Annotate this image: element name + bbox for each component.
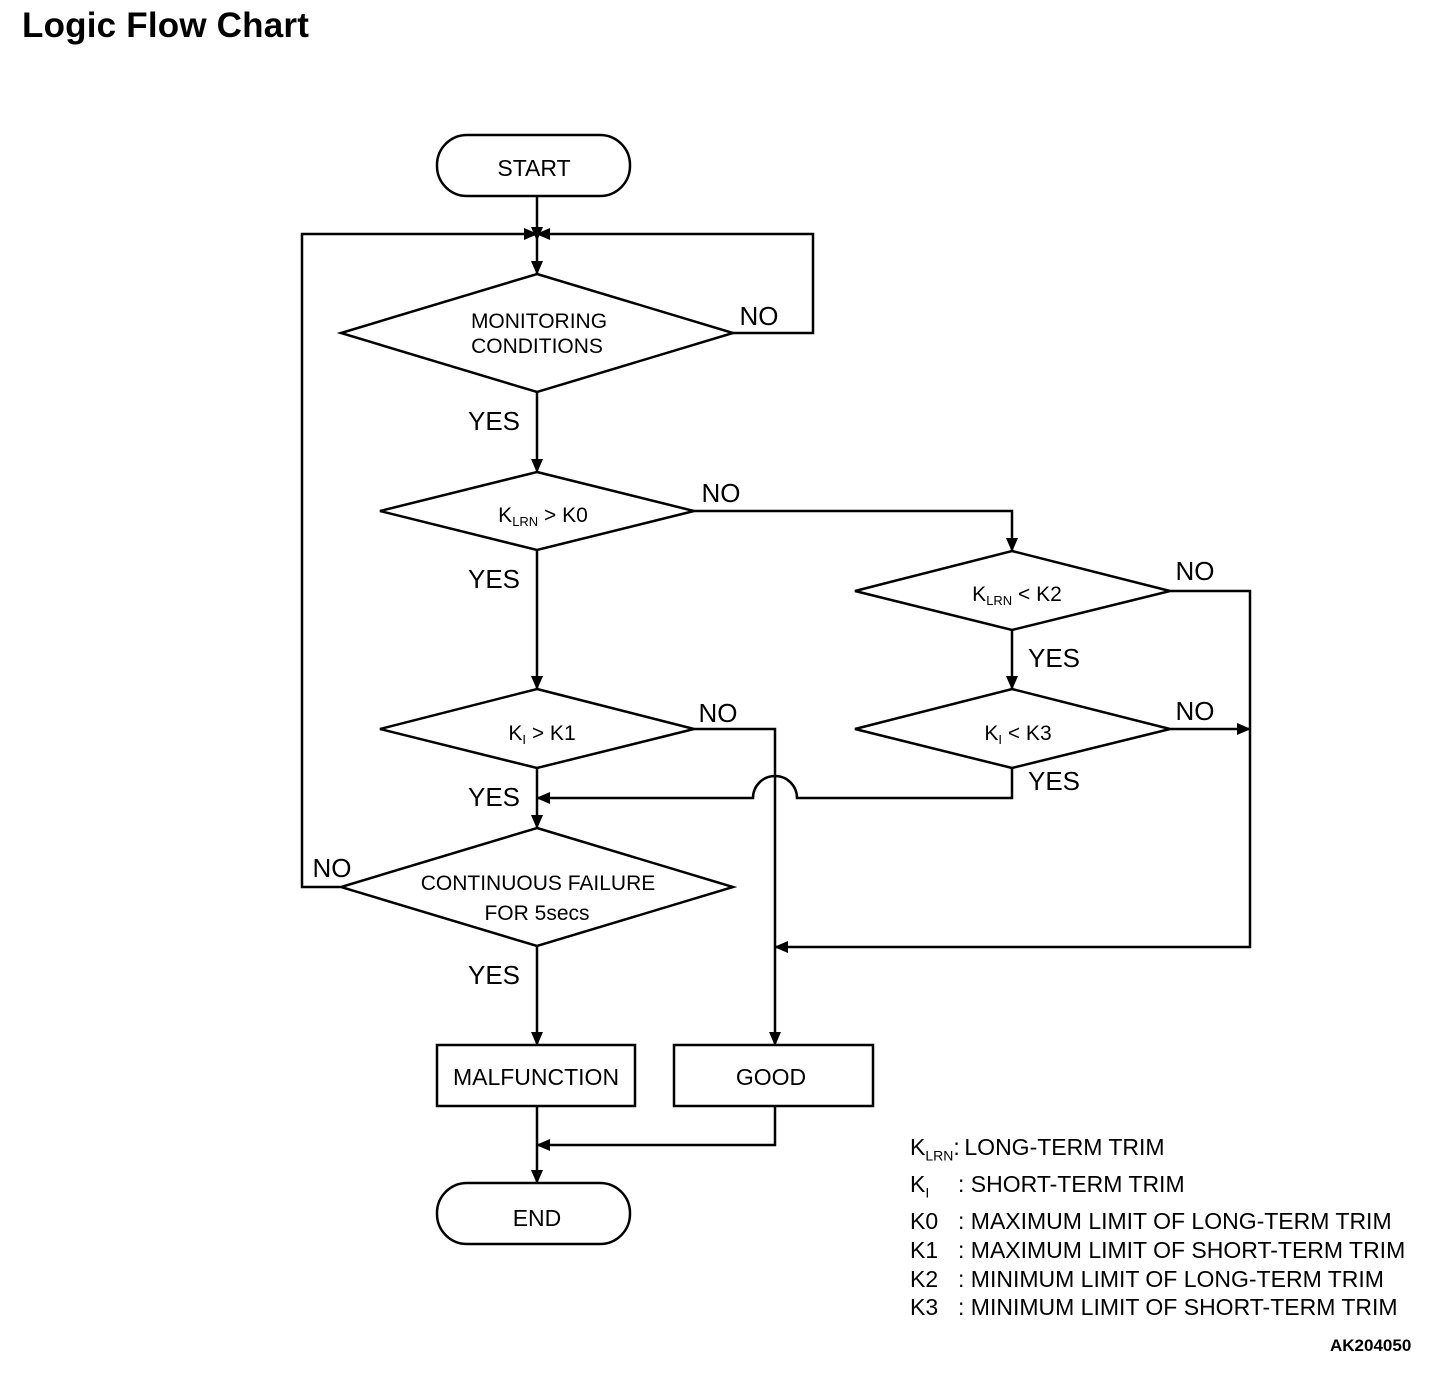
end-terminal: END [435,1181,632,1246]
k0-yes-label: YES [468,564,520,594]
monitoring-line-1: MONITORING [471,310,607,333]
klrn-gt-k0-decision: KLRN > K0 [379,470,695,552]
malfunction-box: MALFUNCTION [435,1043,637,1108]
edge-k0-no [694,509,1018,552]
edge-good-to-end [536,1106,777,1151]
page-title: Logic Flow Chart [22,6,310,45]
klrn-lt-k2-label: KLRN < K2 [972,583,1062,608]
ki-gt-k1-decision: KI > K1 [379,687,695,770]
legend-row-k0: K0: MAXIMUM LIMIT OF LONG-TERM TRIM [910,1208,1392,1235]
continuous-yes-label: YES [468,960,520,990]
malfunction-label: MALFUNCTION [453,1064,619,1090]
legend-row-k3: K3: MINIMUM LIMIT OF SHORT-TERM TRIM [910,1294,1398,1321]
ki-gt-k1-label: KI > K1 [508,722,575,747]
k3-no-label: NO [1176,696,1215,726]
klrn-gt-k0-label: KLRN > K0 [498,504,588,529]
ki-lt-k3-label: KI < K3 [984,722,1051,747]
continuous-line-2: FOR 5secs [484,902,589,925]
k1-yes-label: YES [468,782,520,812]
ki-lt-k3-decision: KI < K3 [854,687,1171,770]
k2-yes-label: YES [1028,643,1080,673]
legend: KLRN: LONG-TERM TRIM KI: SHORT-TERM TRIM… [910,1133,1405,1322]
monitoring-no-label: NO [740,301,779,331]
legend-row-k1: K1: MAXIMUM LIMIT OF SHORT-TERM TRIM [910,1236,1406,1263]
legend-row-klrn: KLRN: LONG-TERM TRIM [910,1134,1165,1164]
continuous-failure-decision: CONTINUOUS FAILURE FOR 5secs [336,826,738,948]
legend-row-k2: K2: MINIMUM LIMIT OF LONG-TERM TRIM [910,1265,1384,1292]
continuous-line-1: CONTINUOUS FAILURE [421,872,656,895]
k0-no-label: NO [702,478,741,508]
monitoring-conditions-decision: MONITORING CONDITIONS [336,272,738,394]
k2-no-label: NO [1176,556,1215,586]
legend-row-ki: KI: SHORT-TERM TRIM [910,1171,1185,1201]
start-label: START [497,155,570,181]
edge-monitoring-no-loop [536,228,815,335]
k3-yes-label: YES [1028,766,1080,796]
good-box: GOOD [672,1043,875,1108]
edge-k2-no [774,589,1252,953]
edge-k3-yes-with-hop [536,768,1014,804]
end-label: END [513,1205,562,1231]
klrn-lt-k2-decision: KLRN < K2 [854,549,1171,632]
k1-no-label: NO [699,698,738,728]
continuous-no-label: NO [313,853,352,883]
monitoring-yes-label: YES [468,406,520,436]
start-terminal: START [435,133,632,198]
monitoring-line-2: CONDITIONS [471,335,603,358]
edge-k1-no [694,727,781,1046]
figure-code: AK204050 [1330,1336,1412,1355]
edge-continuous-no-loop [300,228,538,889]
good-label: GOOD [736,1064,806,1090]
